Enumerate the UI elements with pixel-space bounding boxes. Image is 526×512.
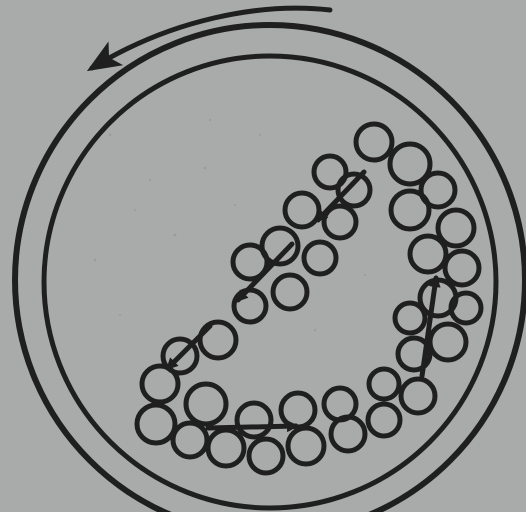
ball (281, 393, 315, 427)
ball (369, 369, 399, 399)
ball (186, 384, 226, 424)
ball (391, 191, 429, 229)
flow-arrow-icon (208, 426, 296, 428)
ball (273, 275, 307, 309)
ball (304, 242, 336, 274)
ball (430, 324, 466, 360)
ball (445, 251, 479, 285)
ball-charge (137, 124, 481, 473)
ball (338, 174, 370, 206)
ball (331, 417, 365, 451)
ball (368, 404, 400, 436)
ball (285, 193, 319, 227)
ball (410, 236, 446, 272)
ball (395, 303, 425, 333)
ball (288, 428, 324, 464)
ball (401, 379, 435, 413)
ball (356, 124, 392, 160)
ball (234, 290, 266, 322)
ball (324, 388, 356, 420)
ball (137, 405, 175, 443)
ball (173, 423, 207, 457)
ball (208, 430, 244, 466)
ball (237, 403, 271, 437)
ball (249, 439, 283, 473)
